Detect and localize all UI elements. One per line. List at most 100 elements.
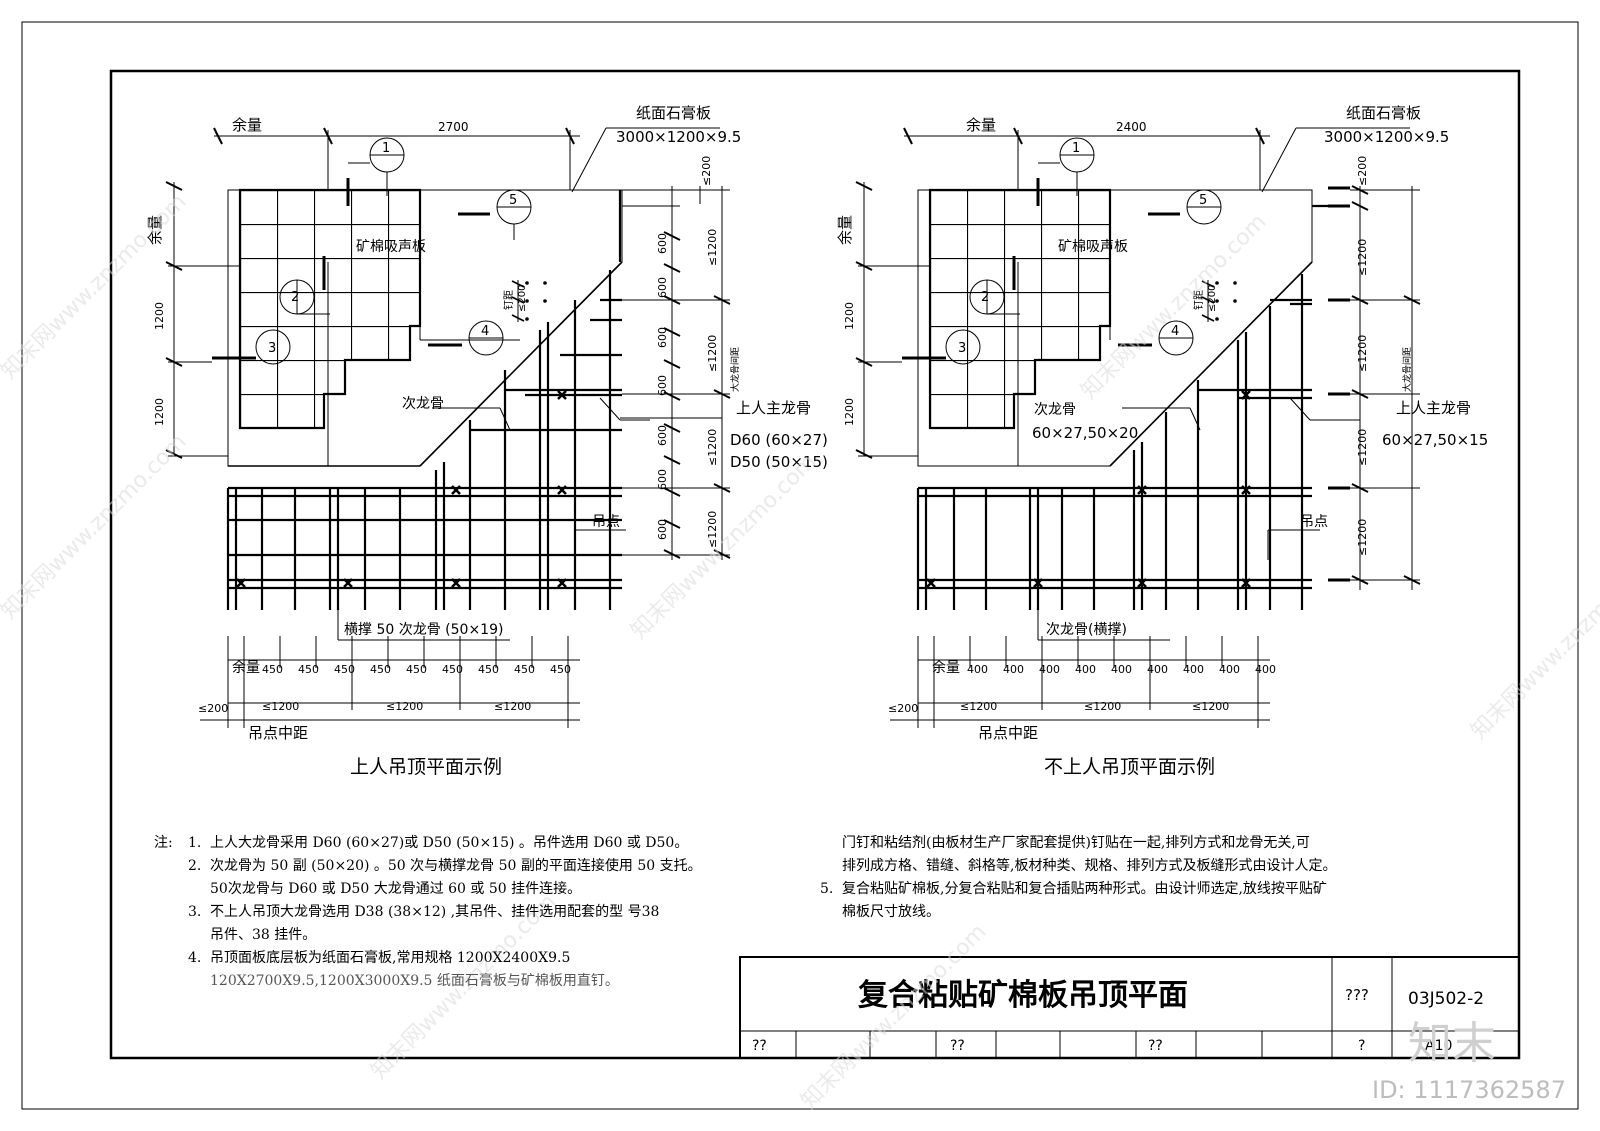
note-1-num: 1. <box>188 835 202 851</box>
right-top-dims <box>903 127 1410 193</box>
left-b450-1: 450 <box>298 663 319 676</box>
left-dim-le200: ≤200 <box>700 156 713 186</box>
title-block <box>739 956 1520 1059</box>
right-b400-7: 400 <box>1219 663 1240 676</box>
right-circle-5: 5 <box>1199 193 1207 208</box>
notes-right: 门钉和粘结剂(由板材生产厂家配套提供)钉贴在一起,排列方式和龙骨无关,可 排列成… <box>820 832 1336 924</box>
right-bo-0: ≤200 <box>888 702 918 715</box>
left-surplus-top: 余量 <box>232 116 262 134</box>
right-dim-1200b: 1200 <box>843 398 856 426</box>
left-outer-b: ≤1200 <box>706 335 719 372</box>
left-circle-4: 4 <box>481 324 489 339</box>
right-side-dims <box>855 181 930 459</box>
left-keel-grid <box>226 190 622 610</box>
right-bo-3: ≤1200 <box>1192 700 1229 713</box>
right-surplus-side: 余量 <box>836 215 854 245</box>
right-circle-4: 4 <box>1171 324 1179 339</box>
right-main-keel-label: 上人主龙骨 <box>1396 399 1471 417</box>
left-outer-c: ≤1200 <box>706 429 719 466</box>
left-right-dims <box>622 186 731 560</box>
watermark-text-6: 知末网www.znzmo.com <box>0 429 191 624</box>
right-bo-1: ≤1200 <box>960 700 997 713</box>
left-acoustic-grid <box>238 188 422 430</box>
note-5a: 复合粘贴矿棉板,分复合粘贴和复合插贴两种形式。由设计师选定,放线按平贴矿 <box>842 881 1327 897</box>
left-nail-dots <box>525 281 547 321</box>
left-hanger-points <box>236 390 567 588</box>
right-b400-3: 400 <box>1075 663 1096 676</box>
note-2b: 50次龙骨与 D60 或 D50 大龙骨通过 60 或 50 挂件连接。 <box>210 881 582 897</box>
right-bottom-dims <box>890 636 1270 728</box>
right-circle-3: 3 <box>958 341 966 356</box>
left-dim-1200a: 1200 <box>153 302 166 330</box>
right-hanger-points <box>926 390 1251 588</box>
left-b450-4: 450 <box>406 663 427 676</box>
left-main-spec2: D50 (50×15) <box>730 453 828 471</box>
right-secondary-label: 次龙骨 <box>1034 402 1076 418</box>
note-5b: 棉板尺寸放线。 <box>842 904 940 920</box>
note-2a: 次龙骨为 50 副 (50×20) 。50 次与横撑龙骨 50 副的平面连接使用… <box>210 858 702 874</box>
note-3-num: 3. <box>188 904 202 920</box>
image-id: ID: 1117362587 <box>1372 1076 1566 1104</box>
right-brace-label: 次龙骨(横撑) <box>1046 622 1127 638</box>
note-4b: 120X2700X9.5,1200X3000X9.5 纸面石膏板与矿棉板用直钉。 <box>210 973 619 989</box>
watermark-text-7: 知末网www.znzmo.com <box>797 919 992 1114</box>
right-dim-b: ≤1200 <box>1356 335 1369 372</box>
right-dim-top: 2400 <box>1116 120 1147 134</box>
note-2-num: 2. <box>188 858 202 874</box>
left-nail-label: 钉距 <box>503 290 515 310</box>
left-plan-title: 上人吊顶平面示例 <box>350 756 502 778</box>
left-outer-a: ≤1200 <box>706 229 719 266</box>
left-dim-600g: 600 <box>656 519 669 540</box>
left-main-spacing: 大龙骨间距 <box>729 347 741 392</box>
page-number: A10 <box>1425 1038 1452 1054</box>
right-labels: 余量 2400 纸面石膏板 3000×1200×9.5 矿棉吸声板 次龙骨 60… <box>836 104 1488 778</box>
left-surplus-bottom: 余量 <box>232 659 260 676</box>
note-3b: 吊件、38 挂件。 <box>210 927 317 943</box>
left-b450-5: 450 <box>442 663 463 676</box>
tb-cell-4: ? <box>1358 1038 1365 1054</box>
left-b450-2: 450 <box>334 663 355 676</box>
left-dim-1200b: 1200 <box>153 398 166 426</box>
right-dim-d: ≤1200 <box>1356 519 1369 556</box>
left-circle-1: 1 <box>382 141 390 156</box>
right-dim-le200: ≤200 <box>1356 156 1369 186</box>
left-b450-0: 450 <box>262 663 283 676</box>
right-secondary-spec: 60×27,50×20 <box>1032 424 1138 442</box>
left-main-spec1: D60 (60×27) <box>730 431 828 449</box>
left-circle-5: 5 <box>509 193 517 208</box>
outer-sheet-border <box>21 21 1579 1110</box>
left-dim-600e: 600 <box>656 425 669 446</box>
right-board-spec: 3000×1200×9.5 <box>1324 128 1449 146</box>
tb-cell-1: ?? <box>752 1038 767 1054</box>
left-dim-600f: 600 <box>656 469 669 490</box>
code-label: ??? <box>1345 986 1369 1004</box>
note-r2: 排列成方格、错缝、斜格等,板材种类、规格、排列方式及板缝形式由设计人定。 <box>842 858 1337 874</box>
right-b400-2: 400 <box>1039 663 1060 676</box>
note-3a: 不上人吊顶大龙骨选用 D38 (38×12) ,其吊件、挂件选用配套的型 号38 <box>210 904 660 920</box>
logo-watermark: 知末 <box>1408 1018 1496 1069</box>
left-nail-val: ≤200 <box>517 285 528 312</box>
left-dim-600a: 600 <box>656 233 669 254</box>
notes-left: 注:1.上人大龙骨采用 D60 (60×27)或 D50 (50×15) 。吊件… <box>154 832 702 993</box>
right-b400-4: 400 <box>1111 663 1132 676</box>
left-acoustic-label: 矿棉吸声板 <box>356 238 426 255</box>
right-plan-title: 不上人吊顶平面示例 <box>1044 756 1215 778</box>
right-dim-c: ≤1200 <box>1356 429 1369 466</box>
left-board-spec: 3000×1200×9.5 <box>616 128 741 146</box>
left-main-keel-label: 上人主龙骨 <box>736 399 811 417</box>
right-main-spec: 60×27,50×15 <box>1382 431 1488 449</box>
watermark-text-5: 知末网www.znzmo.com <box>1467 549 1600 744</box>
note-4a: 吊顶面板底层板为纸面石膏板,常用规格 1200X2400X9.5 <box>210 950 571 966</box>
sheet-title: 复合粘贴矿棉板吊顶平面 <box>858 978 1188 1013</box>
left-labels: 余量 2700 纸面石膏板 3000×1200×9.5 矿棉吸声板 次龙骨 上人… <box>146 104 828 778</box>
left-b450-7: 450 <box>514 663 535 676</box>
right-surplus-top: 余量 <box>966 116 996 134</box>
right-nail-val: ≤200 <box>1207 285 1218 312</box>
right-nail-label: 钉距 <box>1193 290 1205 310</box>
right-keel-grid <box>916 204 1330 610</box>
right-b400-1: 400 <box>1003 663 1024 676</box>
right-callouts <box>945 137 1222 365</box>
left-bo-2: ≤1200 <box>386 700 423 713</box>
right-plan <box>855 127 1421 728</box>
